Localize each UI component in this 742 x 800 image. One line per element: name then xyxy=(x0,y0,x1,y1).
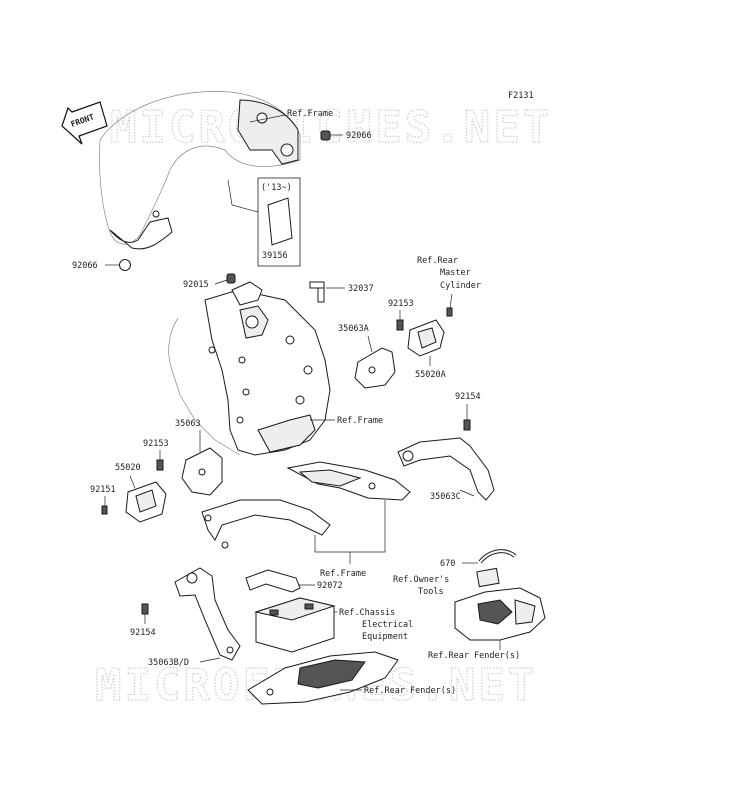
label-92151[interactable]: 92151 xyxy=(90,485,116,495)
band-92072-icon xyxy=(245,569,301,593)
label-670[interactable]: 670 xyxy=(440,559,455,569)
bolt-92151-icon xyxy=(101,505,108,515)
label-year-note: ('13~) xyxy=(261,183,292,193)
sub-frame-bracket xyxy=(286,461,411,501)
watermark-top: MICROFICHES.NET xyxy=(110,102,552,153)
bolt-rear-master-icon xyxy=(446,307,453,317)
part-92015-icon xyxy=(226,273,236,284)
heel-guard-55020-icon xyxy=(125,481,167,523)
plug-92066-left-icon xyxy=(119,259,131,271)
label-ref-frame-top[interactable]: Ref.Frame xyxy=(287,109,333,119)
bolt-92154-left-icon xyxy=(141,603,149,615)
heel-guard-55020A-icon xyxy=(407,319,445,357)
bracket-35063A-icon xyxy=(354,347,396,389)
label-92015[interactable]: 92015 xyxy=(183,280,209,290)
figure-code: F2131 xyxy=(508,91,534,101)
upper-frame-outline xyxy=(99,91,301,250)
label-35063[interactable]: 35063 xyxy=(175,419,201,429)
tool-kit-icon xyxy=(476,567,500,588)
label-92153-right[interactable]: 92153 xyxy=(388,299,414,309)
label-ref-rear-master-2: Master xyxy=(440,268,471,278)
label-35063C[interactable]: 35063C xyxy=(430,492,461,502)
label-ref-frame-mid[interactable]: Ref.Frame xyxy=(337,416,383,426)
label-92154-right[interactable]: 92154 xyxy=(455,392,481,402)
label-ref-frame-low[interactable]: Ref.Frame xyxy=(320,569,366,579)
label-92154-left[interactable]: 92154 xyxy=(130,628,156,638)
label-39156[interactable]: 39156 xyxy=(262,251,288,261)
label-ref-owners-tools-1[interactable]: Ref.Owner's xyxy=(393,575,449,585)
label-92066-left[interactable]: 92066 xyxy=(72,261,98,271)
footrest-bracket-35063BD-icon xyxy=(174,567,241,661)
lower-frame-rail xyxy=(201,499,331,549)
bolt-92153-left-icon xyxy=(156,459,164,471)
plug-92066-top-icon xyxy=(320,130,331,141)
tool-strap-670-icon xyxy=(478,549,517,564)
bolt-92153-right-icon xyxy=(396,319,404,331)
label-92066-top[interactable]: 92066 xyxy=(346,131,372,141)
label-35063A[interactable]: 35063A xyxy=(338,324,369,334)
label-55020A[interactable]: 55020A xyxy=(415,370,446,380)
bracket-35063-icon xyxy=(181,447,223,496)
front-arrow-icon: FRONT xyxy=(61,101,108,145)
rear-fender-right xyxy=(454,587,546,641)
label-ref-rear-fender-right[interactable]: Ref.Rear Fender(s) xyxy=(428,651,520,661)
label-ref-rear-master-1[interactable]: Ref.Rear xyxy=(417,256,458,266)
label-55020[interactable]: 55020 xyxy=(115,463,141,473)
label-ref-chassis-2: Electrical xyxy=(362,620,413,630)
label-32037[interactable]: 32037 xyxy=(348,284,374,294)
label-ref-chassis-1[interactable]: Ref.Chassis xyxy=(339,608,395,618)
rear-fender-bottom xyxy=(247,651,399,705)
year-note-box: ('13~) 39156 xyxy=(257,177,301,267)
main-frame xyxy=(168,281,331,456)
label-ref-rear-master-3: Cylinder xyxy=(440,281,481,291)
label-92072[interactable]: 92072 xyxy=(317,581,343,591)
part-32037-icon xyxy=(309,281,325,303)
battery-icon xyxy=(254,597,336,653)
label-ref-owners-tools-2: Tools xyxy=(418,587,444,597)
label-ref-rear-fender-bottom[interactable]: Ref.Rear Fender(s) xyxy=(364,686,456,696)
label-35063BD[interactable]: 35063B/D xyxy=(148,658,189,668)
label-ref-chassis-3: Equipment xyxy=(362,632,408,642)
label-92153-left[interactable]: 92153 xyxy=(143,439,169,449)
footrest-bracket-35063C-icon xyxy=(397,437,495,501)
bolt-92154-right-icon xyxy=(463,419,471,431)
